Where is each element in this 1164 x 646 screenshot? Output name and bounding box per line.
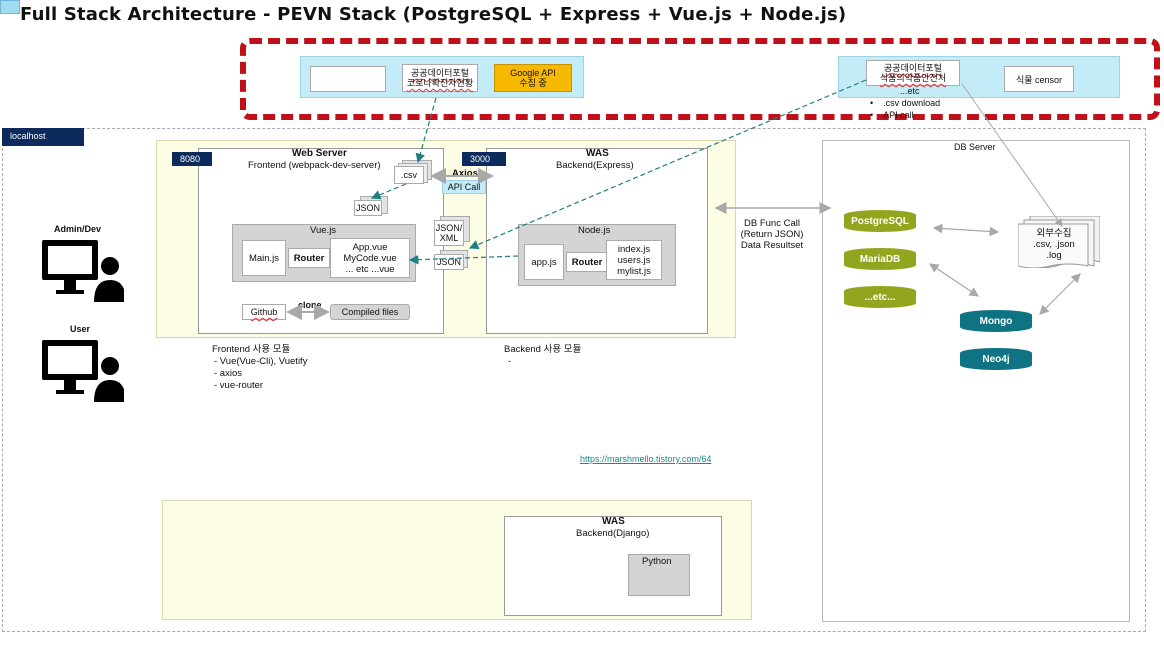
user-computer-icon xyxy=(40,336,126,404)
github-box: Github xyxy=(242,304,286,320)
was-express-title: WAS xyxy=(586,148,609,159)
admin-label: Admin/Dev xyxy=(54,224,102,234)
blog-link[interactable]: https://marshmello.tistory.com/64 xyxy=(580,454,712,464)
admin-computer-icon xyxy=(40,236,126,304)
food-data-box: 공공데이터포털 식품의약품안전처 xyxy=(866,60,960,86)
web-server-subtitle: Frontend (webpack-dev-server) xyxy=(248,160,381,171)
neo4j-db: Neo4j xyxy=(960,348,1032,370)
frontend-modules-heading: Frontend 사용 모듈 xyxy=(212,344,291,355)
was-django-title: WAS xyxy=(602,516,625,527)
mariadb-db: MariaDB xyxy=(844,248,916,270)
mongo-db: Mongo xyxy=(960,310,1032,332)
backend-modules: Backend 사용 모듈 - xyxy=(504,344,581,368)
frontend-module-item: - axios xyxy=(214,368,242,379)
main-js-box: Main.js xyxy=(242,240,286,276)
port-3000-tag: 3000 xyxy=(462,152,506,166)
node-router-box: Router xyxy=(566,252,608,272)
api-call-box: API Call xyxy=(442,180,486,194)
bullet-api: • API call xyxy=(870,110,914,120)
backend-modules-heading: Backend 사용 모듈 xyxy=(504,344,582,355)
clone-label: clone xyxy=(298,300,322,310)
localhost-tag: localhost xyxy=(2,128,84,146)
vue-app-files: App.vue MyCode.vue ... etc ...vue xyxy=(330,238,410,278)
frontend-modules: Frontend 사용 모듈 - Vue(Vue-Cli), Vuetify -… xyxy=(212,344,307,392)
frontend-module-item: - Vue(Vue-Cli), Vuetify xyxy=(214,356,308,367)
postgresql-db: PostgreSQL xyxy=(844,210,916,232)
censor-box: 식물 censor xyxy=(1004,66,1074,92)
app-js-box: app.js xyxy=(524,244,564,280)
csv-file: .csv xyxy=(394,166,424,184)
google-api-box: Google API 수집 중 xyxy=(494,64,572,92)
external-collect-label: 외부수집 .csv, .json .log xyxy=(1033,228,1075,261)
frontend-module-item: - vue-router xyxy=(214,380,264,391)
node-route-files: index.js users.js mylist.js xyxy=(606,240,662,280)
page-title: Full Stack Architecture - PEVN Stack (Po… xyxy=(20,4,847,25)
python-box xyxy=(628,554,690,596)
frontend-json-file: JSON xyxy=(354,200,382,216)
nodejs-title: Node.js xyxy=(578,225,611,236)
web-server-title: Web Server xyxy=(292,148,347,159)
etc-db: ...etc... xyxy=(844,286,916,308)
external-etc: ...etc xyxy=(900,86,920,96)
covid-data-box: 공공데이터포털 코로나확진자현황 xyxy=(402,64,478,92)
external-blank-box xyxy=(310,66,386,92)
db-call-label: DB Func Call (Return JSON) Data Resultse… xyxy=(740,218,804,251)
external-collect-stack xyxy=(1017,215,1101,269)
python-label: Python xyxy=(642,556,672,567)
compiled-files-box: Compiled files xyxy=(330,304,410,320)
user-label: User xyxy=(70,324,91,334)
db-server-title: DB Server xyxy=(954,142,996,152)
was-django-subtitle: Backend(Django) xyxy=(576,528,650,539)
backend-module-item: - xyxy=(508,356,512,367)
axios-label: Axios xyxy=(452,168,478,179)
bullet-csv: • .csv download xyxy=(870,98,941,108)
title-marker xyxy=(0,0,20,14)
was-express-subtitle: Backend(Express) xyxy=(556,160,634,171)
port-8080-tag: 8080 xyxy=(172,152,212,166)
json-xml-file: JSON/ XML xyxy=(434,220,464,246)
middle-json-file: JSON xyxy=(434,254,464,270)
vue-router-box: Router xyxy=(288,248,330,268)
vuejs-title: Vue.js xyxy=(310,225,337,236)
